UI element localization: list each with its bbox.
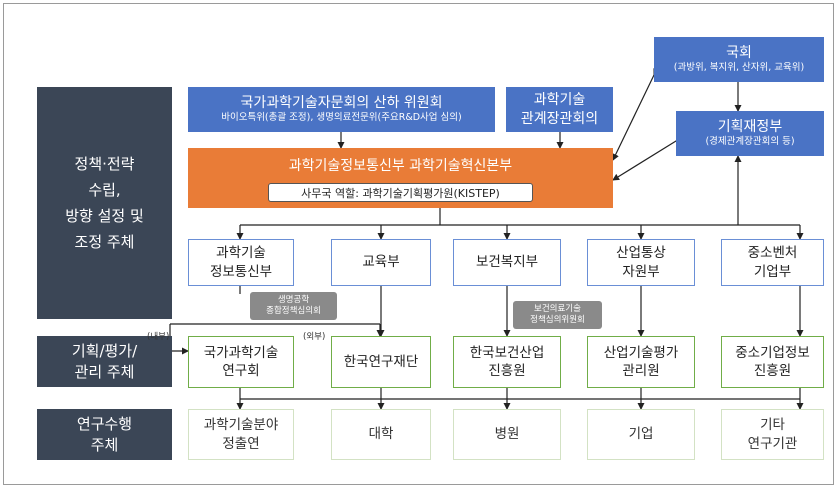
agency-box-nrf: 한국연구재단 (331, 336, 431, 388)
performer-box-company: 기업 (587, 409, 695, 460)
ministry-line: 기업부 (753, 263, 792, 280)
health-tech-committee-box: 보건의료기술 정책심의위원회 (513, 301, 602, 329)
policy-label-line: 조정 주체 (74, 233, 135, 252)
research-label: 연구수행 주체 (37, 409, 172, 460)
planning-label-line: 기획/평가/ (71, 341, 138, 360)
ministry-box-education: 교육부 (331, 239, 431, 286)
external-note: (외부) (303, 332, 326, 342)
ministry-line: 정보통신부 (209, 263, 273, 280)
kistep-secretariat-box: 사무국 역할: 과학기술기획평가원(KISTEP) (268, 183, 533, 202)
agency-line: 관리원 (622, 363, 660, 379)
performer-line: 과학기술분야 (203, 417, 279, 434)
assembly-subtitle: (과방위, 복지위, 산자위, 교육위) (673, 62, 805, 74)
diagram-frame (3, 3, 834, 485)
ministers-line: 과학기술 (533, 92, 586, 109)
health-committee-line: 보건의료기술 (534, 303, 581, 314)
agency-line: 국가과학기술 (203, 344, 279, 361)
advisory-title: 국가과학기술자문회의 산하 위원회 (240, 95, 443, 112)
policy-label-line: 방향 설정 및 (65, 207, 144, 225)
performer-line: 병원 (494, 426, 520, 443)
innovation-hq-title: 과학기술정보통신부 과학기술혁신본부 (288, 158, 513, 174)
ministry-box-trade: 산업통상 자원부 (587, 239, 695, 286)
agency-line: 산업기술평가 (603, 344, 679, 361)
agency-line: 진흥원 (488, 363, 526, 379)
assembly-title: 국회 (726, 45, 752, 62)
bio-policy-committee-box: 생명공학 종합정책심의회 (250, 292, 337, 320)
finance-title: 기획재정부 (717, 119, 783, 136)
ministry-line: 보건복지부 (475, 254, 539, 271)
ministry-line: 교육부 (362, 254, 400, 271)
finance-subtitle: (경제관계장관회의 등) (705, 136, 795, 148)
ministers-line: 관계장관회의 (520, 110, 599, 127)
ministry-box-health: 보건복지부 (453, 239, 561, 286)
performer-box-gri: 과학기술분야 정출연 (188, 409, 294, 460)
bio-committee-line: 종합정책심의회 (266, 306, 321, 316)
planning-label: 기획/평가/ 관리 주체 (37, 336, 172, 387)
ministry-line: 중소벤처 (747, 245, 798, 262)
bio-committee-line: 생명공학 (277, 294, 310, 305)
performer-line: 정출연 (222, 435, 260, 452)
agency-box-tipa: 중소기업정보 진흥원 (721, 336, 824, 388)
agency-line: 중소기업정보 (735, 344, 810, 361)
agency-line: 한국연구재단 (343, 353, 419, 370)
performer-line: 대학 (368, 426, 394, 443)
agency-line: 연구회 (222, 363, 260, 379)
research-label-line: 주체 (90, 435, 119, 454)
ministers-meeting-box: 과학기술 관계장관회의 (506, 87, 613, 132)
agency-box-khidi: 한국보건산업 진흥원 (453, 336, 561, 388)
agency-line: 한국보건산업 (469, 344, 545, 361)
finance-ministry-box: 기획재정부 (경제관계장관회의 등) (676, 111, 824, 156)
agency-box-nst: 국가과학기술 연구회 (188, 336, 294, 388)
policy-label: 정책·전략 수립, 방향 설정 및 조정 주체 (37, 87, 172, 319)
policy-label-line: 정책·전략 (74, 154, 135, 173)
advisory-subtitle: 바이오특위(총괄 조정), 생명의료전문위(주요R&D사업 심의) (221, 112, 462, 124)
planning-label-line: 관리 주체 (74, 362, 135, 381)
ministry-box-sme: 중소벤처 기업부 (721, 239, 824, 286)
advisory-committee-box: 국가과학기술자문회의 산하 위원회 바이오특위(총괄 조정), 생명의료전문위(… (188, 87, 495, 132)
national-assembly-box: 국회 (과방위, 복지위, 산자위, 교육위) (654, 37, 824, 82)
performer-line: 기업 (628, 426, 654, 443)
performer-box-university: 대학 (331, 409, 431, 460)
performer-line: 연구기관 (747, 435, 798, 452)
ministry-box-msit: 과학기술 정보통신부 (188, 239, 294, 286)
agency-line: 진흥원 (753, 363, 792, 379)
performer-line: 기타 (760, 417, 785, 434)
policy-label-line: 수립, (88, 180, 121, 199)
health-committee-line: 정책심의위원회 (530, 315, 585, 325)
agency-box-keit: 산업기술평가 관리원 (587, 336, 695, 388)
ministry-line: 산업통상 (616, 245, 666, 262)
ministry-line: 자원부 (622, 263, 660, 280)
internal-note: (내부) (147, 332, 170, 342)
performer-box-other: 기타 연구기관 (721, 409, 824, 460)
performer-box-hospital: 병원 (453, 409, 561, 460)
ministry-line: 과학기술 (216, 245, 266, 262)
research-label-line: 연구수행 (76, 414, 133, 433)
